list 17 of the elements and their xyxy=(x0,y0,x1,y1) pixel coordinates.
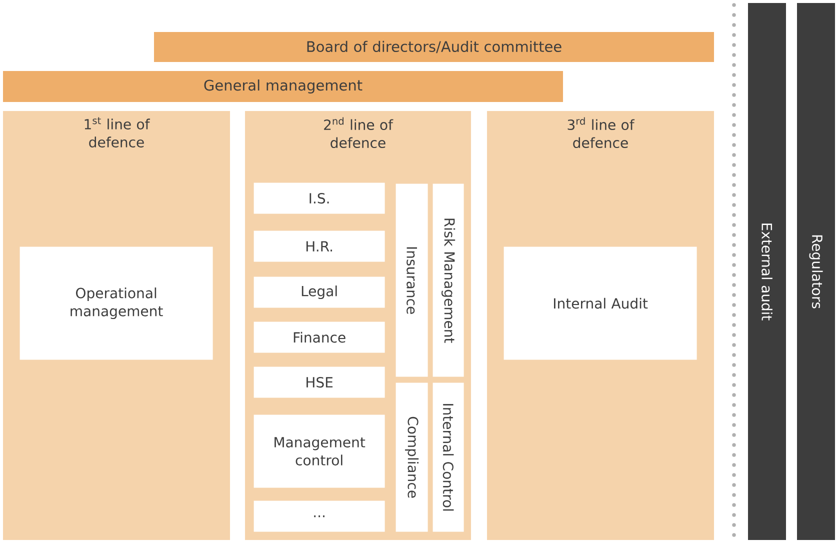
unit-box: Operational management xyxy=(20,246,213,360)
header-bar: General management xyxy=(3,71,563,102)
unit-box: I.S. xyxy=(254,182,385,214)
side-bar: External audit xyxy=(748,3,786,540)
unit-box: ... xyxy=(254,500,385,532)
unit-box: Finance xyxy=(254,322,385,353)
unit-box: Management control xyxy=(254,414,385,488)
unit-box: HSE xyxy=(254,366,385,398)
unit-box: Compliance xyxy=(396,382,428,532)
unit-box: Legal xyxy=(254,276,385,308)
header-bar: Board of directors/Audit committee xyxy=(154,32,714,62)
unit-box: Insurance xyxy=(396,184,428,377)
unit-box: Risk Management xyxy=(432,184,464,377)
side-bar: Regulators xyxy=(797,3,835,540)
unit-box: Internal Control xyxy=(432,382,464,532)
unit-box: H.R. xyxy=(254,230,385,262)
unit-box: Internal Audit xyxy=(504,246,697,360)
